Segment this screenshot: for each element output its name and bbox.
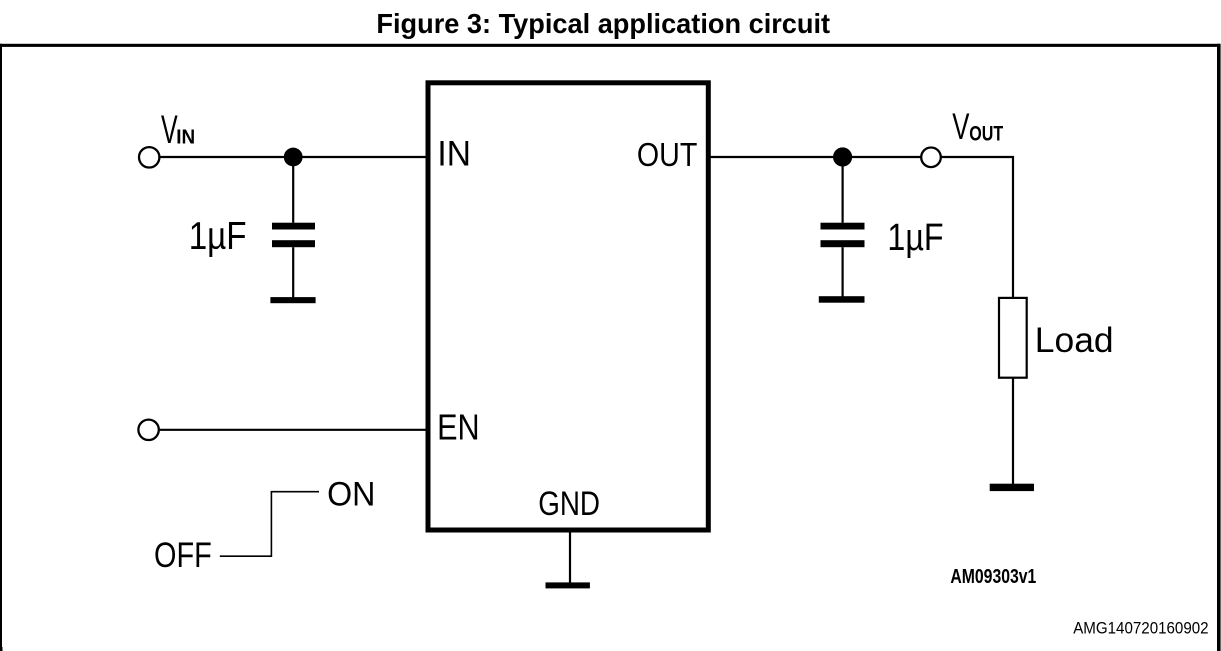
svg-text:IN: IN — [176, 126, 195, 148]
svg-text:Figure 3: Typical application: Figure 3: Typical application circuit — [376, 8, 830, 39]
svg-text:AMG140720160902: AMG140720160902 — [1073, 620, 1208, 638]
svg-text:AM09303v1: AM09303v1 — [950, 565, 1036, 588]
svg-text:V: V — [161, 108, 178, 152]
svg-text:Load: Load — [1035, 320, 1114, 360]
svg-text:1µF: 1µF — [887, 216, 943, 259]
svg-text:EN: EN — [437, 408, 480, 448]
svg-text:OUT: OUT — [969, 121, 1003, 146]
svg-text:IN: IN — [437, 134, 471, 173]
svg-text:OUT: OUT — [637, 136, 697, 174]
svg-text:OFF: OFF — [154, 536, 212, 575]
svg-text:V: V — [952, 106, 970, 147]
svg-text:GND: GND — [538, 485, 600, 523]
svg-text:ON: ON — [327, 475, 375, 513]
svg-text:1µF: 1µF — [189, 215, 247, 258]
